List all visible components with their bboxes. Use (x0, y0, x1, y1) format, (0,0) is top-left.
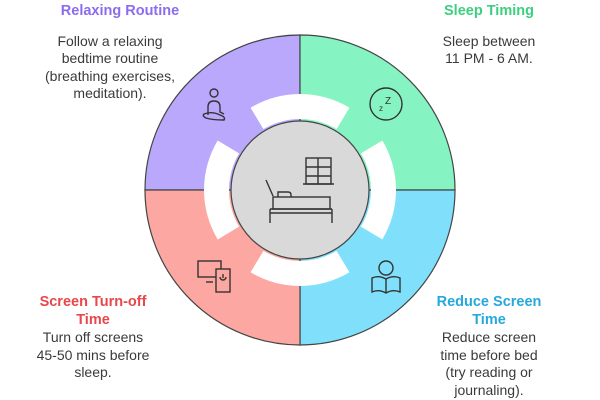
ring-arc-right (360, 140, 396, 240)
sleep-clock-icon: zZ (369, 87, 403, 121)
body-relaxing: Follow a relaxing bedtime routine (breat… (45, 32, 175, 102)
title-sleep: Sleep Timing (444, 3, 534, 19)
body-turnoff: Turn off screens 45-50 mins before sleep… (36, 329, 150, 380)
bed-window-icon (265, 157, 334, 223)
reading-icon (371, 260, 401, 294)
segment-text-sleep: Sleep Timing Sleep between 11 PM - 6 AM. (394, 3, 584, 68)
meditation-icon (202, 88, 226, 121)
ring-arc-left (204, 140, 240, 240)
body-reduce: Reduce screen time before bed (try readi… (440, 329, 538, 398)
title-reduce: Reduce Screen Time (436, 294, 542, 328)
white-ring-arcs (204, 94, 396, 286)
title-turnoff: Screen Turn-off Time (39, 294, 147, 328)
screen-power-icon (197, 260, 231, 293)
segment-text-reduce: Reduce Screen Time Reduce screen time be… (394, 294, 584, 399)
svg-text:z: z (379, 104, 383, 113)
svg-text:Z: Z (385, 96, 391, 107)
segment-text-turnoff: Screen Turn-off Time Turn off screens 45… (0, 294, 188, 382)
title-relaxing: Relaxing Routine (60, 3, 180, 19)
center-circle (230, 120, 370, 260)
ring-arc-bottom (250, 250, 350, 286)
segment-text-relaxing: Relaxing Routine Follow a relaxing bedti… (15, 3, 205, 103)
ring-arc-top (250, 94, 350, 130)
body-sleep: Sleep between 11 PM - 6 AM. (442, 32, 536, 67)
